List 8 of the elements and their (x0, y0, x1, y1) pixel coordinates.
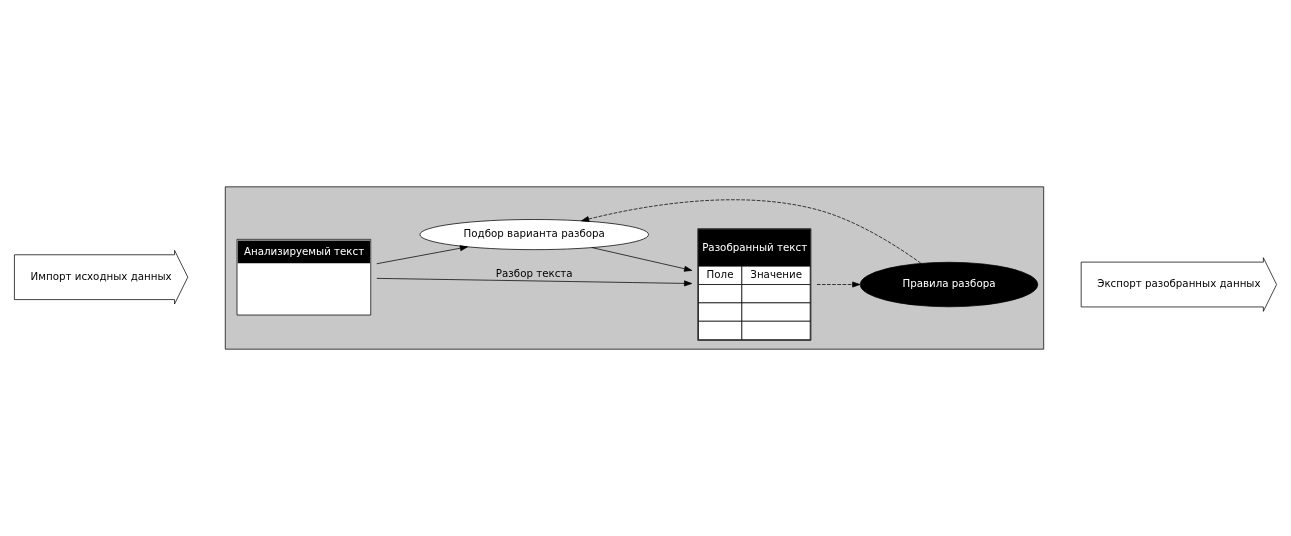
arrow (816, 281, 861, 288)
arrow (591, 247, 693, 272)
arrow (376, 278, 693, 287)
arrow (376, 245, 468, 265)
node-ellipse: Правила разбора (859, 261, 1039, 308)
edge-label: Разбор текста (495, 266, 573, 279)
arrow (581, 199, 922, 264)
cluster (224, 186, 1045, 350)
